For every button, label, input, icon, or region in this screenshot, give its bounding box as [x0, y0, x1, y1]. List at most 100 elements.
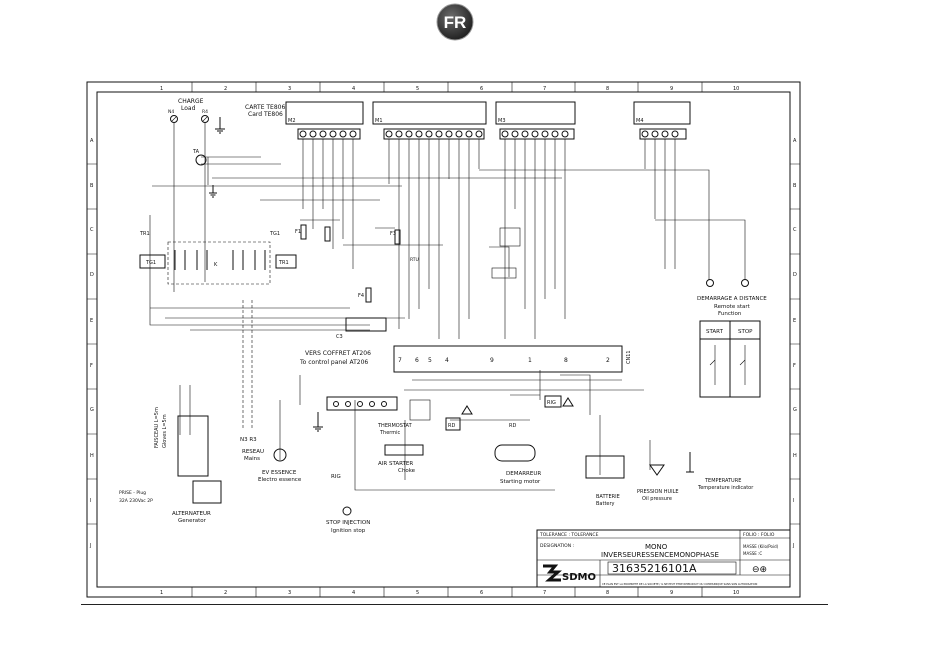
col-label-6-bottom: 6 [480, 590, 483, 596]
col-label-5-bottom: 5 [416, 590, 419, 596]
designation-label: DESIGNATION : [540, 543, 574, 549]
col-label-2: 2 [224, 86, 227, 92]
carte-title: CARTE TE806 [245, 104, 285, 111]
connector-m1-label: M1 [375, 118, 383, 124]
alternateur-title: ALTERNATEUR [172, 511, 211, 517]
temperature-subtitle: Temperature indicator [697, 485, 754, 491]
interlock-label: K [214, 262, 218, 268]
coffret-title: VERS COFFRET AT206 [305, 350, 371, 357]
row-label-c: C [90, 227, 94, 233]
connector-m2-label: M2 [288, 118, 296, 124]
connector-m3-label: M3 [498, 118, 506, 124]
ta-label: TA [192, 149, 200, 155]
fuses-group: F1 F3 F4 C3 RTU [295, 224, 521, 340]
remote-start-title: DEMARRAGE A DISTANCE [697, 296, 767, 302]
rd-box-label: RD [448, 423, 455, 429]
bottom-rule [81, 604, 828, 605]
reseau-group: N3 R3 RESEAU Mains [240, 300, 264, 462]
thermostat-group: THERMOSTAT Thermic AIR STARTER Choke [377, 399, 431, 474]
remote-start-subtitle: Remote start [714, 304, 751, 310]
folio-text: FOLIO : FOLIO [743, 532, 775, 538]
drawing-inner-frame [96, 91, 791, 588]
carte-te806-group: CARTE TE806 Card TE806 M2 M1 M3 M4 [245, 101, 691, 125]
col-label-8-bottom: 8 [606, 590, 609, 596]
m4-terminals [639, 128, 687, 140]
rtu-label: RTU [410, 257, 419, 263]
row-label-f-right: F [793, 363, 796, 369]
col-label-2-bottom: 2 [224, 590, 227, 596]
wiring [149, 122, 746, 491]
row-label-d-right: D [793, 272, 797, 278]
terminal-block [313, 396, 398, 432]
block-ground-icon [313, 412, 323, 432]
reseau-title: RESEAU [242, 449, 264, 455]
col-label-5: 5 [416, 86, 419, 92]
part-number: 31635216101A [612, 562, 697, 575]
charge-terminal-r4: R4 [202, 109, 208, 115]
col-label-10-bottom: 10 [733, 590, 739, 596]
tr1-box-label: TR1 [278, 260, 289, 266]
charge-title: CHARGE [178, 98, 204, 105]
sdmo-brand: SDMO [562, 572, 596, 583]
connector-m2-box [285, 101, 364, 125]
grid-columns-top: 1 2 3 4 5 6 7 8 9 10 [160, 86, 739, 92]
grid-rows-left: A B C D E F G H I J [89, 138, 94, 549]
col-label-7: 7 [543, 86, 546, 92]
coffret-pin-8: 8 [564, 357, 568, 364]
contactor-group: TG1 TR1 TR1 TG1 K [139, 231, 297, 285]
coffret-pin-7: 7 [398, 357, 402, 364]
connector-m1-box [372, 101, 487, 125]
reseau-terminals: N3 R3 [240, 437, 257, 443]
row-label-e-right: E [793, 318, 796, 324]
connector-m4-label: M4 [636, 118, 644, 124]
tolerance-text: TOLERANCE : TOLERANCE [539, 532, 599, 538]
connector-m4-box [633, 101, 691, 125]
designation-line2: INVERSEURESSENCEMONOPHASE [601, 551, 719, 559]
grid-ticks [87, 82, 800, 597]
stop-injection-title: STOP INJECTION [326, 520, 370, 526]
terminal-rows [297, 128, 687, 140]
grid-columns-bottom: 1 2 3 4 5 6 7 8 9 10 [160, 590, 739, 596]
coffret-pin-6: 6 [415, 357, 419, 364]
row-label-g-right: G [793, 407, 797, 413]
battery-group: BATTERIE Battery [585, 455, 625, 507]
charge-subtitle: Load [181, 105, 196, 112]
coffret-code: CN11 [626, 350, 632, 364]
faisceau-group: FAISCEAU L=5m Gloves L=5m PRISE - Plug 3… [119, 407, 222, 524]
col-label-9-bottom: 9 [670, 590, 673, 596]
grid-rows-right: A B C D E F G H I J [792, 138, 797, 549]
m3-terminals [499, 128, 575, 140]
connector-m3-box [495, 101, 576, 125]
ta-ground-icon [209, 185, 217, 198]
faisceau-subtitle: Gloves L=5m [162, 414, 168, 448]
row-label-h: H [90, 453, 94, 459]
projection-symbol-icon: ⊖⊕ [752, 565, 767, 575]
col-label-1-bottom: 1 [160, 590, 163, 596]
c3-label: C3 [336, 334, 343, 340]
rd-group: RD RD [445, 405, 516, 431]
row-label-b: B [90, 183, 94, 189]
reseau-subtitle: Mains [244, 456, 260, 462]
ev-essence-title: EV ESSENCE [262, 470, 297, 476]
tr1-label: TR1 [139, 231, 150, 237]
batterie-subtitle: Battery [596, 501, 615, 507]
fr-language-badge: FR [436, 3, 474, 41]
stop-injection-group: STOP INJECTION Ignition stop [326, 506, 370, 534]
designation-line1: MONO [645, 543, 668, 551]
temperature-title: TEMPERATURE [704, 478, 741, 484]
thermostat-subtitle: Thermic [379, 430, 401, 436]
row-label-j: J [89, 543, 91, 549]
demarreur-title: DEMARREUR [506, 471, 541, 477]
m1-terminals [383, 128, 485, 140]
row-label-j-right: J [792, 543, 794, 549]
row-label-d: D [90, 272, 94, 278]
legal-line: CE PLAN EST LA PROPRIETE DE LA SOCIETE /… [602, 582, 757, 586]
f1-label: F1 [295, 229, 301, 235]
ev-essence-subtitle: Electro essence [258, 477, 302, 483]
coffret-subtitle: To control panel AT206 [299, 359, 368, 366]
col-label-8: 8 [606, 86, 609, 92]
rig-diode-icon [562, 397, 574, 407]
col-label-3-bottom: 3 [288, 590, 291, 596]
prise-subtitle: 32A 230Vac 2P [119, 498, 153, 504]
